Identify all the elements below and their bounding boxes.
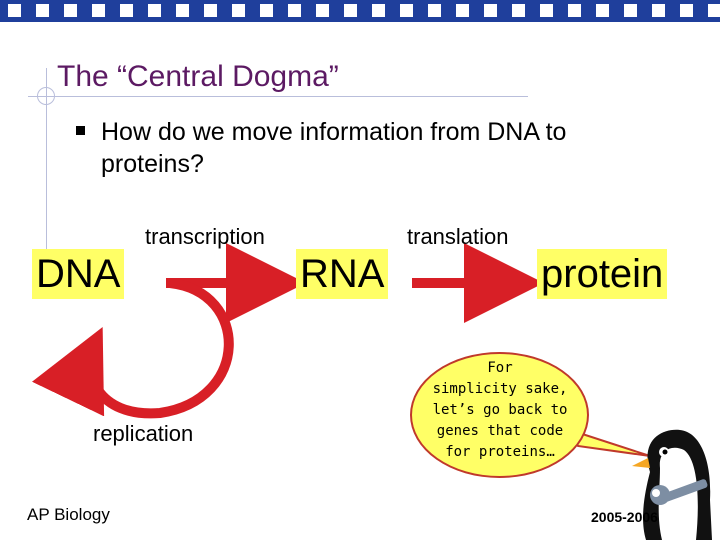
header-bar-square [624,4,637,17]
rna-node: RNA [296,249,389,299]
callout-bubble [410,352,589,478]
header-bar-square [36,4,49,17]
bullet-text: How do we move information from DNA to p… [101,118,567,178]
header-bar-square [484,4,497,17]
header-bar-square [64,4,77,17]
callout-text: For simplicity sake, let’s go back to ge… [416,358,584,463]
header-bar-square [372,4,385,17]
transcription-label: transcription [145,224,265,249]
translation-label: translation [407,224,509,249]
slide-title: The “Central Dogma” [57,60,339,93]
callout-line: for proteins… [445,444,555,460]
header-bar-square [596,4,609,17]
replication-label: replication [93,421,194,446]
header-bar-square [232,4,245,17]
header-bar-square [260,4,273,17]
footer-year-label: 2005-2006 [591,509,658,525]
square-bullet-icon [76,126,85,135]
header-bar [0,0,720,22]
header-bar-square [680,4,693,17]
replication-loop-arrow [32,278,234,419]
callout-line: let’s go back to [432,402,568,418]
dna-node: DNA [32,249,125,299]
header-bar-square [176,4,189,17]
header-bar-square [456,4,469,17]
crosshair-icon [37,87,55,105]
header-bar-square [512,4,525,17]
footer-course-label: AP Biology [27,505,110,524]
title-vertical-rule [46,68,47,278]
header-bar-square [540,4,553,17]
header-bar-square [92,4,105,17]
protein-node: protein [537,249,668,299]
header-bar-square [400,4,413,17]
header-bar-square [428,4,441,17]
header-bar-square [8,4,21,17]
header-bar-square [652,4,665,17]
header-bar-square [708,4,720,17]
header-bar-square [120,4,133,17]
callout-line: genes that code [436,423,564,439]
callout-line: simplicity sake, [432,381,568,397]
header-bar-square [288,4,301,17]
header-bar-square [204,4,217,17]
header-bar-square [316,4,329,17]
header-bar-square [148,4,161,17]
header-bar-square [344,4,357,17]
title-horizontal-rule [28,96,528,97]
callout-line: For [487,360,513,376]
header-bar-square [568,4,581,17]
